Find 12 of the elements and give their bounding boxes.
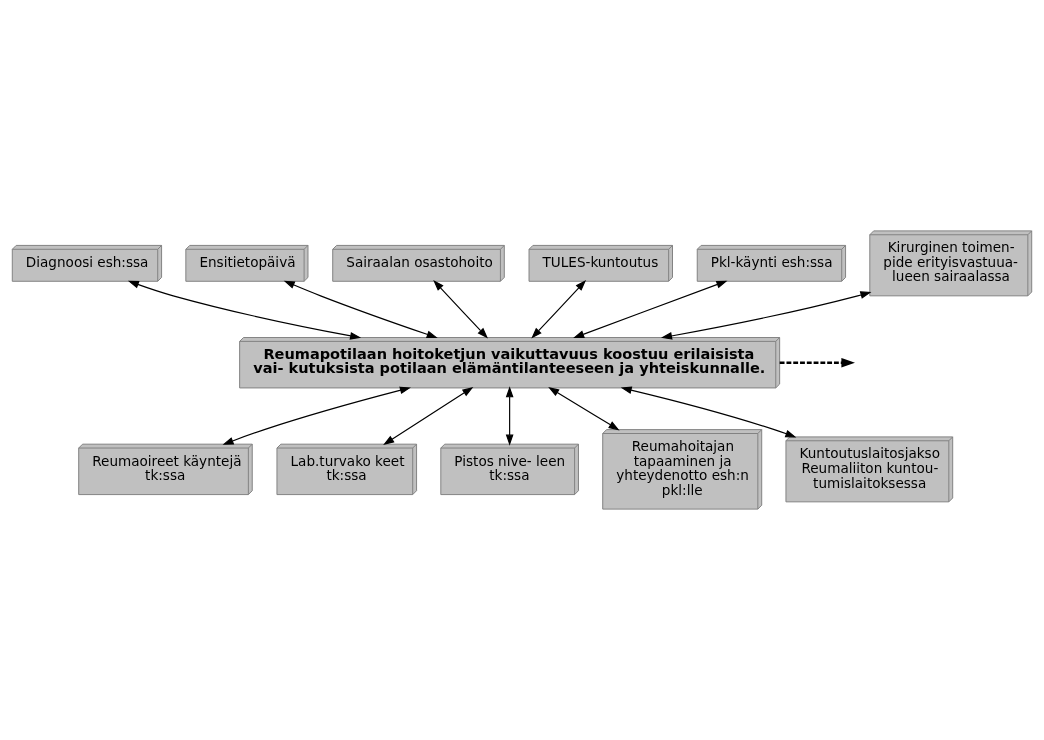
arrow xyxy=(661,291,872,340)
arrow xyxy=(283,280,438,339)
arrow xyxy=(531,280,587,339)
arrow xyxy=(127,280,362,340)
arrow xyxy=(433,280,488,339)
arrow xyxy=(505,386,514,446)
arrow xyxy=(548,387,620,431)
arrow xyxy=(573,280,728,339)
arrow xyxy=(222,386,411,445)
arrow xyxy=(620,386,797,438)
arrow xyxy=(383,387,474,445)
arrow xyxy=(779,357,855,368)
